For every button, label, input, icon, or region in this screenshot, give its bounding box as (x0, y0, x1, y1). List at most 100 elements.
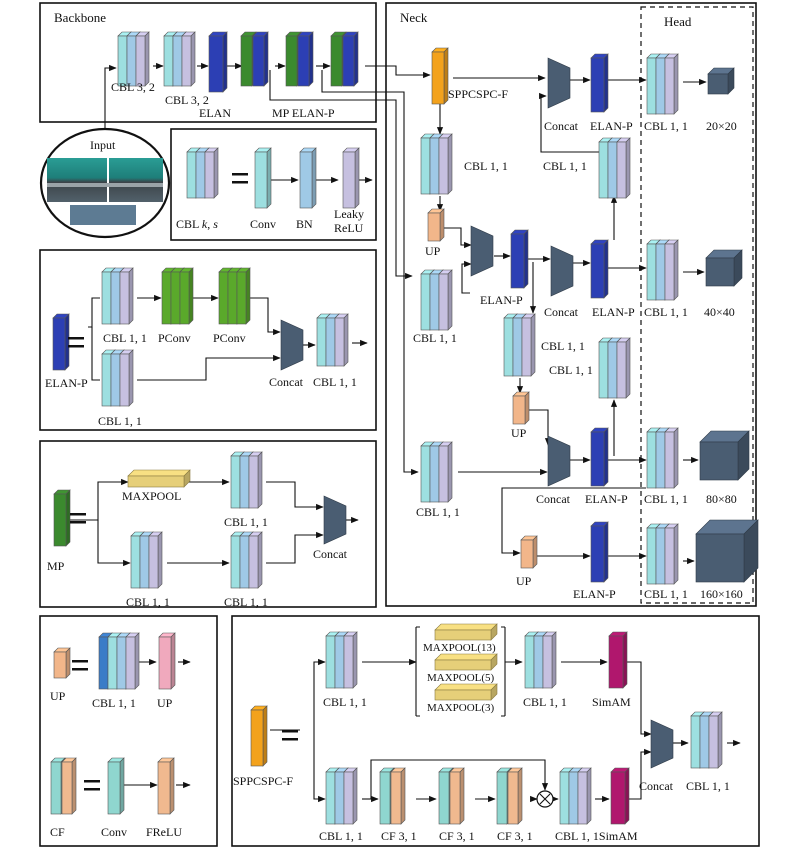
up-legend-name: UP (50, 689, 66, 703)
cbl-legend-panel (170, 128, 377, 241)
cf-legend-conv: Conv (101, 825, 127, 839)
neck-cbl-b-block (420, 269, 453, 331)
head-size1-label: 20×20 (706, 119, 737, 133)
head-cbl-block-1-layer-3 (664, 53, 679, 115)
cbl-legend-conv-block (254, 147, 272, 209)
sppcspc-legend-cbl-mid: CBL 1, 1 (523, 695, 567, 709)
sppcspc-legend-cbl-bottom: CBL 1, 1 (319, 829, 363, 843)
elanp-legend-pconv2: PConv (213, 331, 246, 345)
neck-concat-low-label: Concat (536, 492, 571, 506)
equals-sign-icon-lower (72, 668, 88, 671)
mp-legend-cbl-c-block-layer-3 (248, 531, 263, 589)
sppcspc-legend-cbl-top: CBL 1, 1 (323, 695, 367, 709)
equals-sign-icon-lower (70, 521, 86, 524)
neck-cbl-c-block-layer-3 (521, 313, 536, 377)
elanp-legend-concat: Concat (269, 375, 304, 389)
mp-legend-name: MP (47, 559, 65, 573)
cf-legend-symbol-layer-2 (61, 757, 77, 815)
sppcspc-legend-cbl-out-block (690, 711, 723, 769)
connection-lines (68, 62, 741, 803)
backbone-mp-elanp-block-3 (330, 31, 359, 87)
neck-concat-a-block (470, 225, 494, 277)
sppcspc-legend-cbl-bottom-block-layer-3 (343, 767, 358, 825)
sppcspc-legend-cf2: CF 3, 1 (439, 829, 475, 843)
neck-up-b-label: UP (511, 426, 527, 440)
cf-legend-symbol (50, 757, 77, 815)
equals-sign-icon (68, 337, 84, 340)
sppcspc-legend-simam-top: SimAM (592, 695, 631, 709)
head-output-cube-80 (699, 430, 750, 481)
sppcspc-legend-name: SPPCSPC-F (233, 774, 293, 788)
head-cbl3-label: CBL 1, 1 (644, 492, 688, 506)
sppcspc-legend-cbl-top-block (325, 631, 358, 689)
cbl-legend-leaky-block (342, 147, 360, 209)
mp-legend-cbl-c-block (230, 531, 263, 589)
up-legend-cbl-block (98, 632, 140, 690)
up-legend-symbol (53, 647, 71, 679)
input-image-bottom (70, 205, 136, 225)
neck-concat-mid-block (550, 245, 574, 297)
elanp-legend-pconv-block-2-layer-3 (236, 267, 251, 325)
head-title: Head (664, 14, 692, 29)
head-cbl-block-4 (646, 523, 679, 585)
neck-up-a-block (427, 208, 445, 242)
neck-elanp-top-block (590, 53, 609, 113)
sppcspc-legend-cbl-mid-block (524, 631, 557, 689)
neck-elanp-bottom-block (590, 521, 609, 583)
backbone-mp-elanp-block-1 (240, 31, 269, 87)
head-cbl-block-1 (646, 53, 679, 115)
neck-sppcspc-label: SPPCSPC-F (448, 87, 508, 101)
head-cbl-block-3 (646, 427, 679, 489)
backbone-elan-label: ELAN (199, 106, 231, 120)
elanp-legend-pconv1: PConv (158, 331, 191, 345)
sppcspc-legend-maxpool3: MAXPOOL(3) (427, 702, 495, 714)
cbl-legend-bn: BN (296, 217, 313, 231)
cf-legend-conv-block (107, 757, 125, 815)
cbl-legend-cbl-block-layer-3 (204, 147, 219, 199)
neck-cbl-d-block (420, 441, 453, 503)
elanp-legend-name: ELAN-P (45, 376, 88, 390)
neck-elanp-top-label: ELAN-P (590, 119, 633, 133)
head-panel (640, 6, 754, 604)
equals-sign-icon (70, 513, 86, 516)
head-cbl1-label: CBL 1, 1 (644, 119, 688, 133)
mp-legend-cbl-b: CBL 1, 1 (126, 595, 170, 609)
neck-panel (385, 2, 757, 607)
cbl-legend-bn-block (299, 147, 317, 209)
neck-up-c-block (520, 535, 538, 569)
neck-cbl-d-block-layer-3 (438, 441, 453, 503)
elanp-legend-cbl-top-block-layer-3 (119, 267, 134, 325)
backbone-mp-elanp-block-3-layer-2 (342, 31, 359, 87)
neck-concat-top-label: Concat (544, 119, 579, 133)
mp-legend-maxpool-block (127, 469, 191, 488)
head-cbl-block-2-layer-3 (664, 239, 679, 301)
elanp-legend-cbl-out: CBL 1, 1 (313, 375, 357, 389)
backbone-mp-elanp-block-2 (285, 31, 314, 87)
equals-sign-icon (84, 780, 100, 783)
sppcspc-legend-cbl-bottom-block (325, 767, 358, 825)
backbone-mp-elanp-block-1-layer-2 (252, 31, 269, 87)
neck-cbl-top-down-block-layer-3 (616, 137, 631, 199)
sppcspc-legend-simam-bottom-block (610, 767, 630, 825)
head-cbl2-label: CBL 1, 1 (644, 305, 688, 319)
up-legend-cbl: CBL 1, 1 (92, 696, 136, 710)
cf-legend-frelu-block (157, 757, 175, 815)
neck-cbl-a-block (420, 133, 453, 195)
sppcspc-legend-cbl-top-block-layer-3 (343, 631, 358, 689)
mp-legend-cbl-b-block (130, 531, 163, 589)
sppcspc-legend-cbl-out-block-layer-3 (708, 711, 723, 769)
backbone-panel (39, 2, 377, 123)
head-output-cube-20 (707, 67, 735, 95)
head-cbl4-label: CBL 1, 1 (644, 587, 688, 601)
head-size3-label: 80×80 (706, 492, 737, 506)
elanp-legend-symbol (52, 313, 70, 371)
elanp-legend-cbl-out-block-layer-3 (334, 313, 349, 367)
up-legend-up: UP (157, 696, 173, 710)
sppcspc-legend-cbl-simam: CBL 1, 1SimAM (555, 829, 638, 843)
neck-up-c-label: UP (516, 574, 532, 588)
sppcspc-legend-cf-block-3-layer-2 (507, 767, 523, 825)
head-cbl-block-2 (646, 239, 679, 301)
backbone-cbl-block-2-layer-3 (181, 31, 196, 87)
elanp-legend-cbl-out-block (316, 313, 349, 367)
sppcspc-legend-cbl-mid-block-layer-3 (542, 631, 557, 689)
